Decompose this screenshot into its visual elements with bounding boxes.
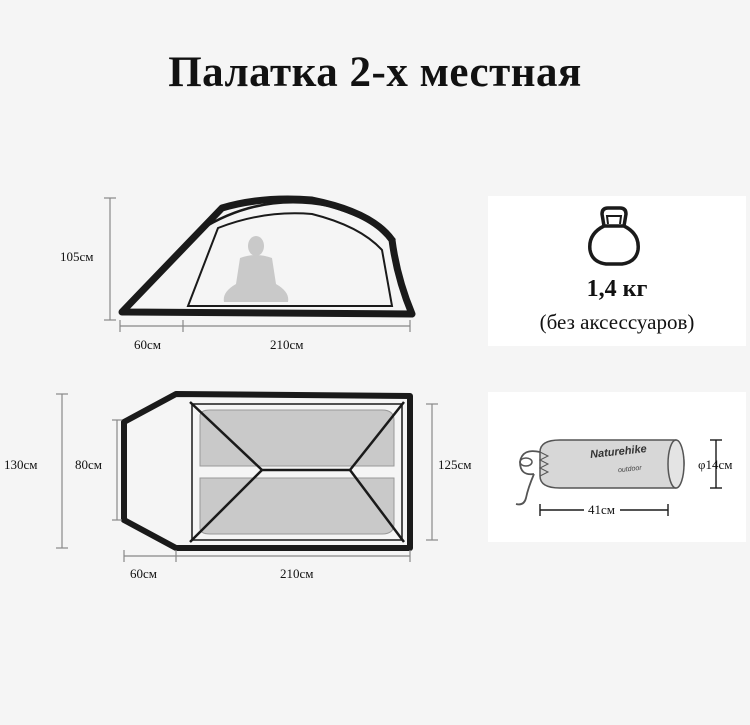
- top-outer-width-label: 130см: [4, 457, 38, 472]
- page-title: Палатка 2-х местная: [168, 49, 582, 96]
- weight-note: (без аксессуаров): [539, 310, 695, 334]
- side-height-label: 105см: [60, 249, 94, 264]
- tent-side-view: [118, 195, 416, 318]
- weight-value: 1,4 кг: [586, 276, 648, 302]
- packed-diameter-label: φ14см: [698, 457, 733, 472]
- packed-length-label: 41см: [588, 502, 615, 517]
- top-dimensions: [56, 393, 438, 562]
- weight-card: 1,4 кг (без аксессуаров): [488, 196, 746, 346]
- top-vestibule-label: 60см: [130, 566, 157, 581]
- person-silhouette: [223, 236, 289, 302]
- side-length-label: 210см: [270, 337, 304, 352]
- pole-cross: [189, 401, 405, 543]
- top-vestibule-width-label: 80см: [75, 457, 102, 472]
- top-length-label: 210см: [280, 566, 314, 581]
- packed-dimensions: [539, 439, 722, 516]
- side-vestibule-label: 60см: [134, 337, 161, 352]
- top-inner-width-label: 125см: [438, 457, 472, 472]
- sleeping-mats: [199, 409, 395, 535]
- kettlebell-icon: [588, 206, 640, 266]
- packed-bag: [515, 439, 685, 506]
- side-dimensions: [104, 197, 411, 332]
